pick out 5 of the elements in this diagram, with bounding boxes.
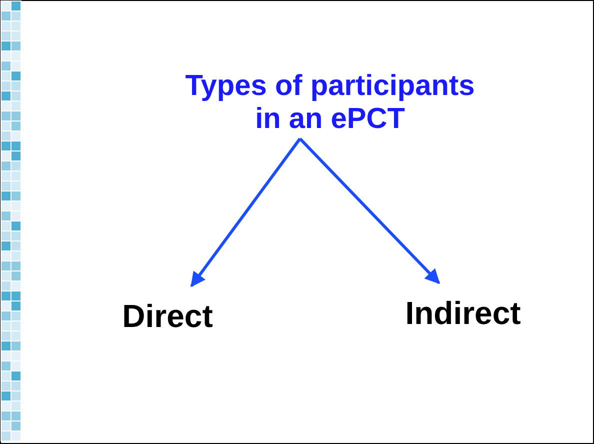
diagram-heading: Types of participants in an ePCT xyxy=(180,70,480,137)
branch-label: Indirect xyxy=(378,295,548,332)
arrow xyxy=(190,138,302,288)
branch-label: Direct xyxy=(100,298,235,335)
arrow xyxy=(298,138,440,284)
